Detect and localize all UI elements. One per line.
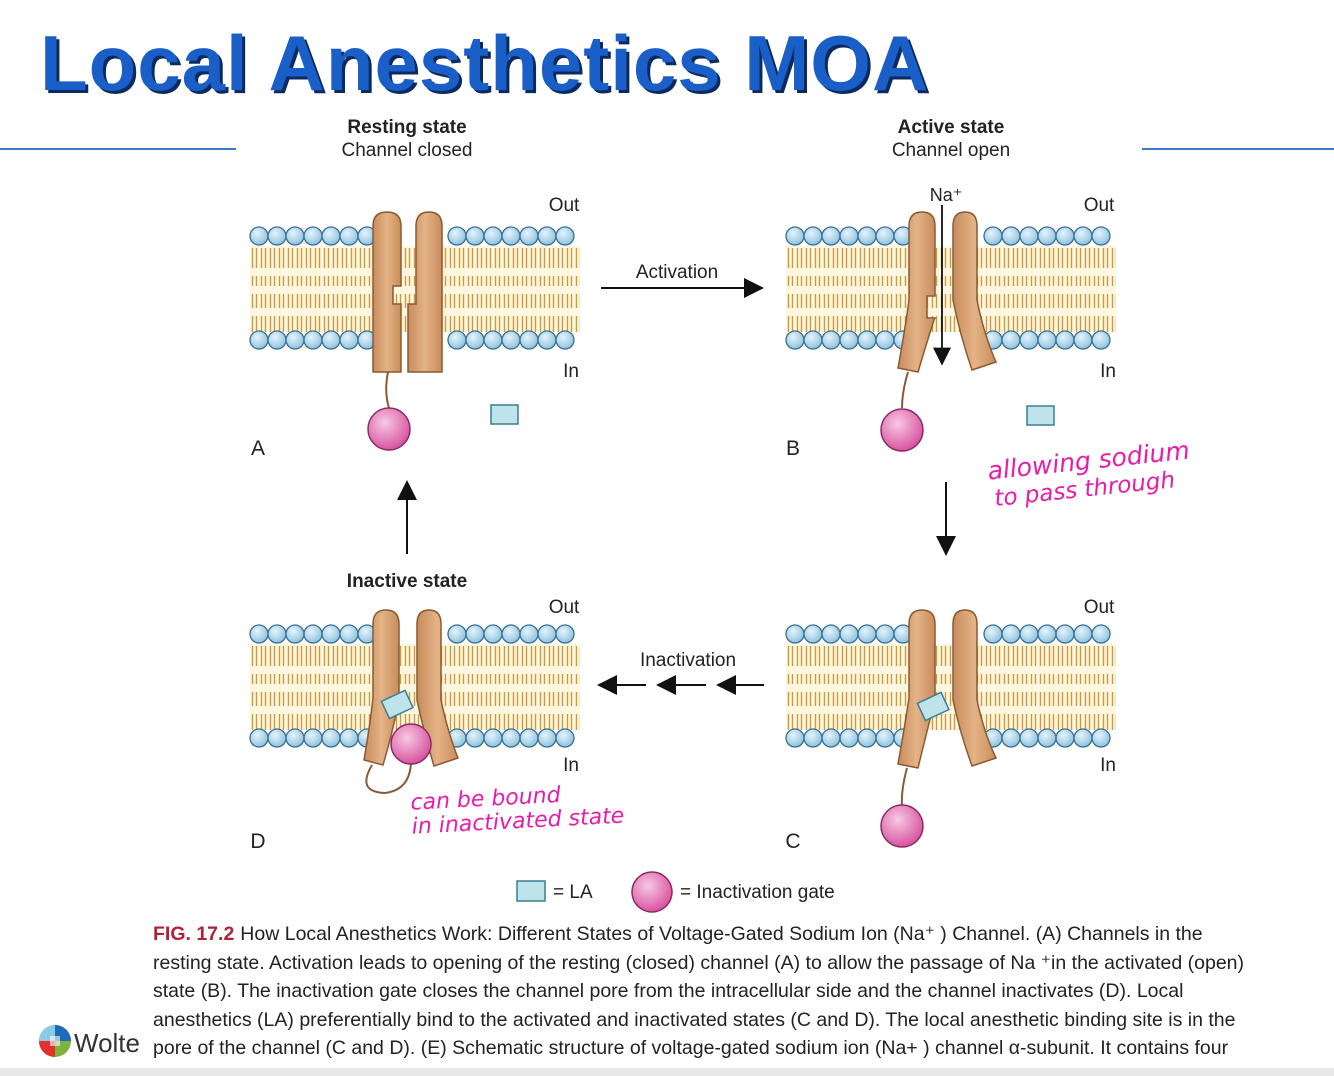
panel-d-out-label: Out	[549, 597, 580, 618]
panel-b-out-label: Out	[1084, 195, 1115, 216]
panel-c-letter: C	[785, 830, 800, 853]
panel-b-ion-label: Na⁺	[930, 185, 963, 205]
panel-c-in-label: In	[1100, 755, 1116, 776]
panel-a-letter: A	[251, 437, 265, 460]
panel-b-membrane	[786, 227, 1116, 349]
title-rule-right	[1142, 148, 1334, 150]
panel-c-membrane	[786, 625, 1116, 747]
title-rule-left	[0, 148, 236, 150]
logo-text: Wolte	[74, 1028, 140, 1058]
panel-a-inactivation-gate	[367, 407, 411, 451]
legend-la-swatch	[516, 880, 546, 902]
panel-b-letter: B	[786, 437, 800, 460]
figure-number: FIG. 17.2	[153, 923, 235, 945]
legend-gate-label: = Inactivation gate	[680, 882, 835, 903]
sodium-channel-diagram: Resting state Channel closed Out In A Ac…	[0, 117, 1191, 913]
panel-b-inactivation-gate	[880, 408, 924, 452]
panel-d-in-label: In	[563, 755, 579, 776]
panel-a-gate-tether	[385, 371, 390, 409]
bottom-scrollbar-strip	[0, 1068, 1334, 1076]
panel-b-in-label: In	[1100, 361, 1116, 382]
panel-c-inactivation-gate	[880, 804, 924, 848]
panel-d: Inactive state Out In D	[250, 571, 580, 853]
panel-d-letter: D	[250, 830, 265, 853]
panel-c-gate-tether	[900, 767, 908, 807]
panel-b-la-molecule	[1026, 405, 1055, 426]
panel-c-channel-protein	[897, 609, 998, 769]
slide-title: Local Anesthetics MOA	[40, 19, 930, 107]
legend-la-label: = LA	[553, 882, 593, 903]
panel-c-la-bound	[916, 691, 951, 722]
inactivation-label: Inactivation	[640, 650, 736, 671]
panel-d-title: Inactive state	[347, 571, 467, 592]
panel-c-out-label: Out	[1084, 597, 1115, 618]
legend-gate-swatch	[631, 871, 673, 913]
activation-label: Activation	[636, 262, 718, 283]
wolters-kluwer-logo-icon	[39, 1025, 71, 1057]
panel-a-out-label: Out	[549, 195, 580, 216]
panel-b-subtitle: Channel open	[892, 140, 1010, 161]
panel-d-gate-tether	[365, 761, 412, 795]
legend: = LA = Inactivation gate	[516, 871, 835, 913]
panel-a-la-molecule	[490, 404, 519, 425]
panel-c: Out In C	[785, 597, 1116, 853]
panel-b-channel-protein	[897, 211, 998, 373]
panel-a-title: Resting state	[347, 117, 466, 138]
panel-b-title: Active state	[898, 117, 1005, 138]
panel-a-subtitle: Channel closed	[342, 140, 473, 161]
annotation-b: allowing sodium to pass through	[986, 436, 1191, 512]
panel-b: Active state Channel open Na⁺ Out In B	[786, 117, 1116, 460]
figure-caption-text: How Local Anesthetics Work: Different St…	[153, 923, 1245, 1059]
panel-a-channel-protein	[372, 211, 443, 373]
annotation-d: can be bound in inactivated state	[410, 783, 625, 840]
panel-a: Resting state Channel closed Out In A	[250, 117, 580, 460]
panel-d-la-bound	[380, 689, 415, 720]
panel-b-gate-tether	[901, 371, 909, 409]
panel-a-in-label: In	[563, 361, 579, 382]
panel-d-inactivation-gate	[390, 723, 432, 765]
